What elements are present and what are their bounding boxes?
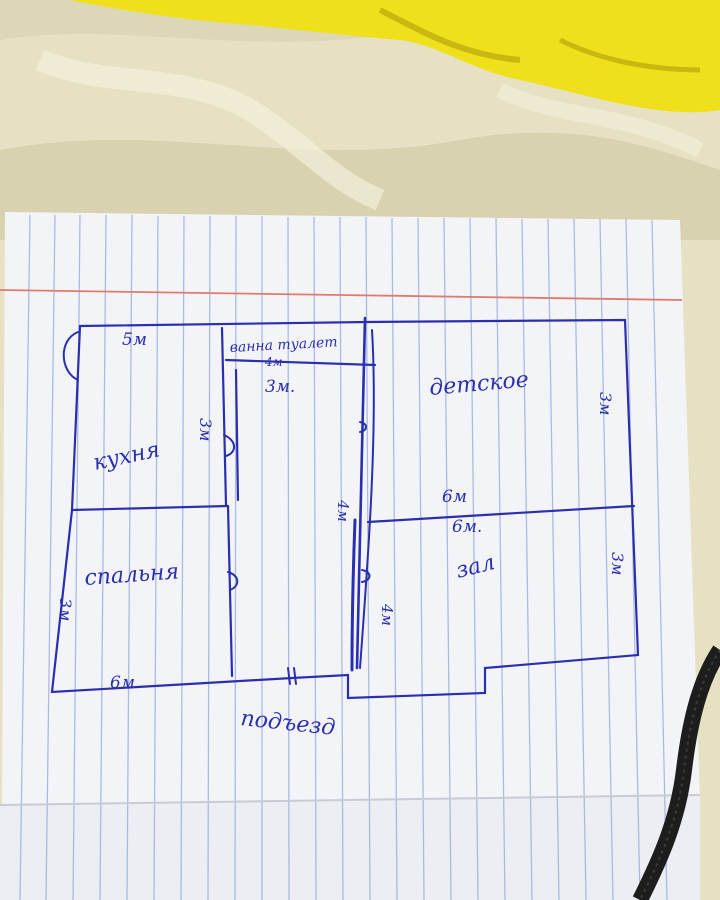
paper-fold: [0, 794, 701, 806]
label-dim-corridor-top: 3м.: [265, 377, 295, 397]
wall-center: [355, 316, 367, 670]
lined-paper: [0, 212, 701, 900]
wall-kitchen-bedroom: [70, 504, 230, 512]
label-bath-toilet: ванна туалет: [229, 334, 338, 356]
label-dim-mid-wall: 4м: [334, 499, 352, 522]
wall-nursery-hall: [366, 504, 636, 524]
label-dim-hall-top: 6м.: [452, 517, 482, 537]
label-dim-right-upper: 3м: [596, 392, 615, 415]
label-dim-small-top: 4м: [264, 355, 283, 369]
wall-kitchen-right: [220, 326, 228, 507]
black-cable: [632, 645, 720, 900]
label-dim-bottom-left: 6м: [110, 673, 135, 693]
label-dim-nursery-bottom: 6м: [442, 487, 467, 507]
label-dim-right-lower: 3м: [608, 552, 627, 575]
floor-plan: [50, 316, 640, 700]
label-dim-left-lower: 3м: [56, 598, 75, 621]
label-dim-kitchen-right: 3м: [196, 418, 215, 441]
outer-wall: [50, 318, 640, 700]
margin-line: [0, 289, 683, 301]
yellow-fabric: [70, 0, 720, 113]
wall-corridor-left: [226, 504, 234, 678]
label-dim-top-left: 5м: [122, 330, 147, 350]
label-dim-mid-lower: 4м: [378, 603, 396, 626]
